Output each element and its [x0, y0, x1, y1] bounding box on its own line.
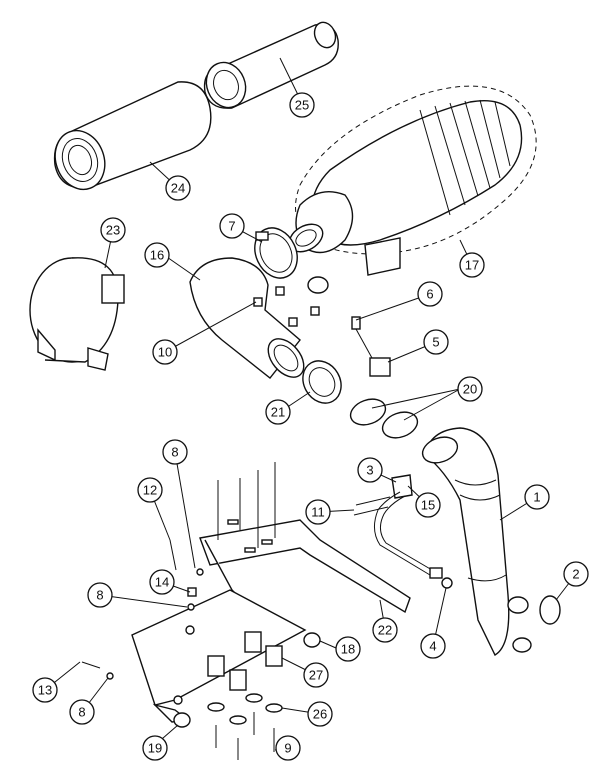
- hose-clamp-2: [539, 595, 561, 625]
- coupling-sleeve: [302, 360, 342, 404]
- svg-text:27: 27: [309, 668, 323, 683]
- svg-text:8: 8: [96, 588, 103, 603]
- svg-text:12: 12: [143, 483, 157, 498]
- callout-27: 27: [303, 662, 329, 688]
- isolator-mounts: [207, 631, 283, 760]
- svg-text:9: 9: [284, 741, 291, 756]
- svg-text:8: 8: [78, 705, 85, 720]
- svg-text:10: 10: [158, 345, 172, 360]
- callout-1: 1: [524, 484, 550, 510]
- callout-10: 10: [152, 339, 178, 365]
- svg-text:6: 6: [426, 287, 433, 302]
- callout-12: 12: [137, 477, 163, 503]
- callout-14: 14: [149, 569, 175, 595]
- svg-text:7: 7: [228, 219, 235, 234]
- callout-18: 18: [335, 636, 361, 662]
- lower-plate: [131, 589, 307, 728]
- hose-clamps-20: [349, 398, 419, 439]
- svg-text:16: 16: [150, 248, 164, 263]
- bolts-washers-left: [81, 539, 204, 680]
- svg-text:18: 18: [341, 642, 355, 657]
- svg-text:2: 2: [572, 567, 579, 582]
- callout-17: 17: [459, 252, 485, 278]
- mounting-band: [29, 257, 125, 371]
- callout-24: 24: [165, 175, 191, 201]
- outlet-hose: [421, 427, 532, 656]
- mounting-bracket: [199, 462, 411, 614]
- callout-3: 3: [357, 457, 383, 483]
- callout-19: 19: [142, 735, 168, 761]
- svg-text:21: 21: [271, 405, 285, 420]
- air-cleaner-housing: [288, 85, 537, 294]
- svg-text:23: 23: [106, 223, 120, 238]
- svg-text:26: 26: [313, 707, 327, 722]
- svg-text:17: 17: [465, 258, 479, 273]
- svg-text:15: 15: [421, 498, 435, 513]
- hose-clamp-7: [254, 227, 298, 279]
- inner-safety-filter: [203, 21, 339, 109]
- outer-filter-element: [53, 81, 212, 191]
- callout-7: 7: [219, 213, 245, 239]
- svg-text:3: 3: [366, 463, 373, 478]
- svg-text:22: 22: [378, 623, 392, 638]
- restriction-indicator: [351, 316, 391, 377]
- callout-8-bottom: 8: [69, 699, 95, 725]
- svg-text:20: 20: [463, 382, 477, 397]
- callout-15: 15: [415, 492, 441, 518]
- svg-text:5: 5: [432, 335, 439, 350]
- callout-21: 21: [265, 399, 291, 425]
- callout-25: 25: [289, 92, 315, 118]
- callout-8-top: 8: [162, 439, 188, 465]
- svg-text:19: 19: [148, 741, 162, 756]
- callout-22: 22: [372, 617, 398, 643]
- svg-text:13: 13: [38, 683, 52, 698]
- svg-text:14: 14: [155, 575, 169, 590]
- callout-8-mid: 8: [87, 582, 113, 608]
- svg-text:25: 25: [295, 98, 309, 113]
- elbow-inlet-tube: [189, 257, 305, 379]
- callout-16: 16: [144, 242, 170, 268]
- callout-2: 2: [563, 561, 589, 587]
- callout-26: 26: [307, 701, 333, 727]
- callout-20: 20: [457, 376, 483, 402]
- svg-text:8: 8: [171, 445, 178, 460]
- svg-text:24: 24: [171, 181, 185, 196]
- svg-text:11: 11: [311, 505, 325, 520]
- nuts-10: [253, 286, 320, 327]
- breather-tube-assembly: [353, 474, 453, 589]
- callout-23: 23: [100, 217, 126, 243]
- callout-13: 13: [32, 677, 58, 703]
- svg-text:4: 4: [429, 639, 436, 654]
- svg-text:1: 1: [533, 490, 540, 505]
- callout-4: 4: [420, 633, 446, 659]
- callout-9: 9: [275, 735, 301, 761]
- callout-6: 6: [417, 281, 443, 307]
- bushing-18: [303, 632, 321, 648]
- callout-5: 5: [423, 329, 449, 355]
- callout-11: 11: [305, 499, 331, 525]
